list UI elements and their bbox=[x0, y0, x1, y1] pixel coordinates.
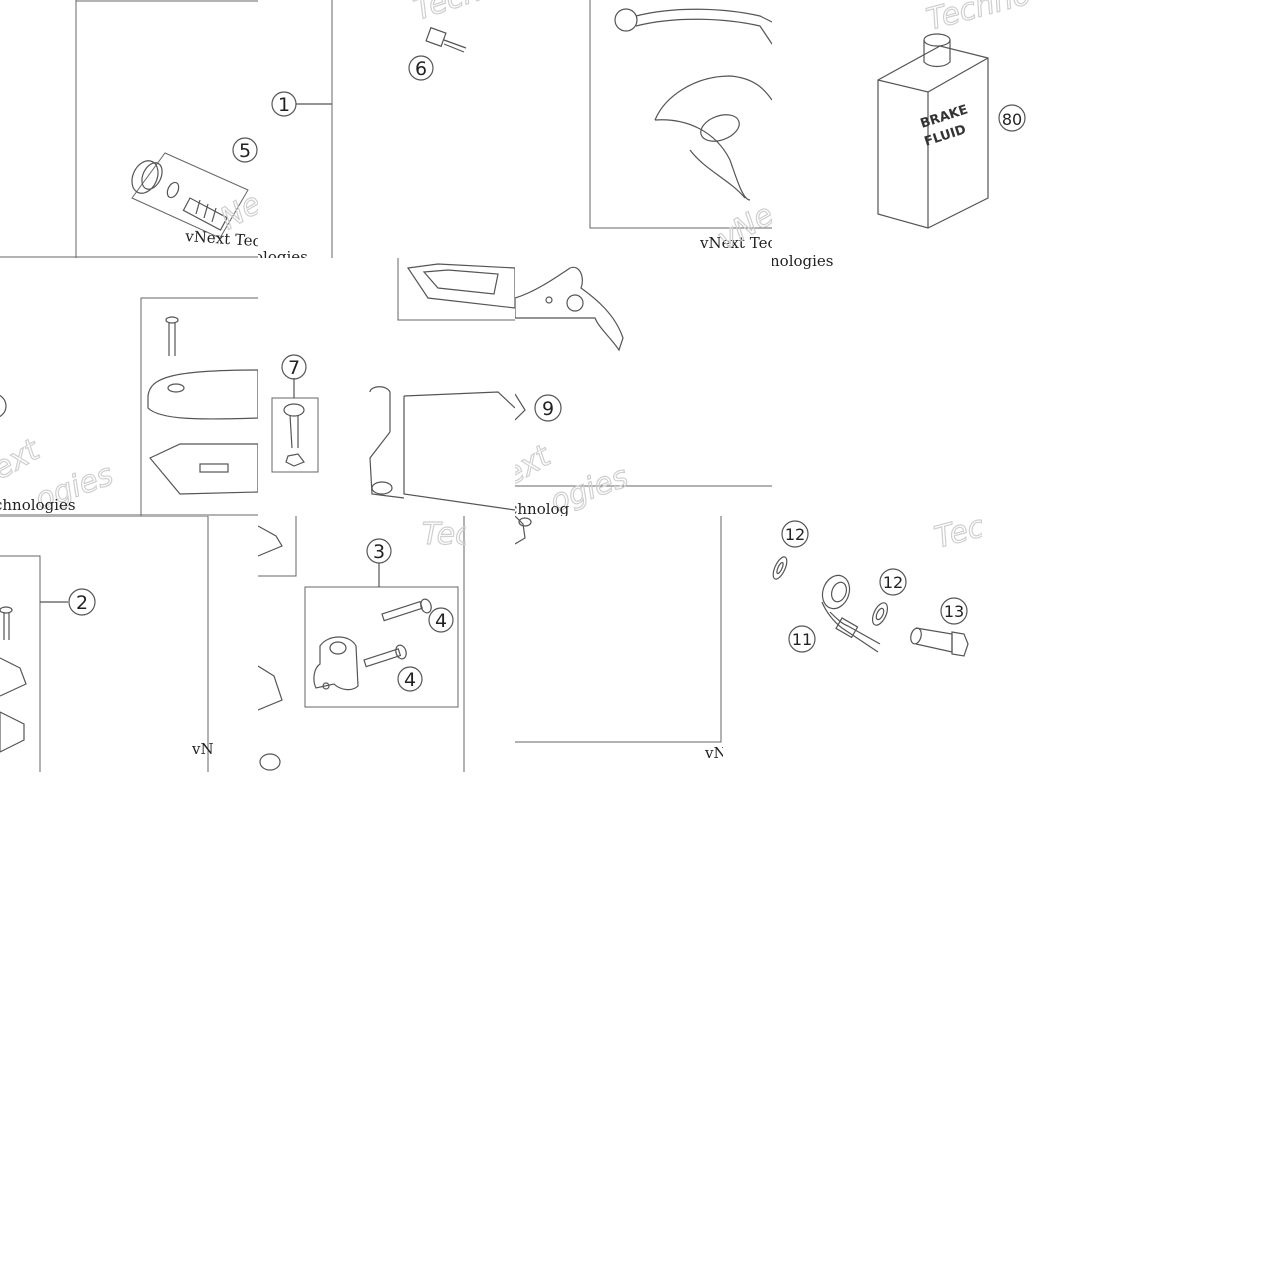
callout-12a bbox=[781, 520, 809, 548]
callout-9-number: 9 bbox=[542, 398, 554, 420]
callout-80 bbox=[998, 104, 1026, 132]
tile-empty-frame: vN bbox=[515, 516, 723, 772]
tile-items-3-4: 3 4 4 Tec bbox=[258, 516, 466, 772]
credit-text: vNext Tec bbox=[699, 234, 772, 252]
callout-4b-number: 4 bbox=[404, 669, 416, 691]
watermark-text: ext bbox=[0, 432, 47, 487]
callout-5-number: 5 bbox=[239, 140, 251, 162]
callout-12a-number: 12 bbox=[785, 525, 805, 544]
callout-3 bbox=[366, 538, 392, 564]
callout-13-number: 13 bbox=[944, 602, 964, 621]
tile-item-2: 2 vN bbox=[0, 516, 258, 772]
tile-item-80: BRAKE FLUID 80 Techno nologies bbox=[772, 0, 1029, 324]
callout-5 bbox=[232, 137, 258, 163]
credit-text: chnolog bbox=[515, 500, 570, 516]
callout-7 bbox=[281, 354, 307, 380]
callout-1 bbox=[271, 91, 297, 117]
callout-12b-number: 12 bbox=[883, 573, 903, 592]
callout-6-number: 6 bbox=[415, 58, 427, 80]
callout-2-number: 2 bbox=[76, 592, 88, 614]
callout-12b bbox=[879, 568, 907, 596]
callout-6 bbox=[408, 55, 434, 81]
tile-item-5: 5 Ne vNext Tec bbox=[0, 0, 258, 258]
callout-2 bbox=[68, 588, 96, 616]
callout-1-number: 1 bbox=[278, 94, 290, 116]
callout-3-number: 3 bbox=[373, 541, 385, 563]
callout-4a-number: 4 bbox=[435, 610, 447, 632]
credit-text: vN bbox=[704, 744, 723, 762]
credit-text: nologies bbox=[772, 252, 834, 270]
credit-text: chnologies bbox=[0, 496, 76, 514]
callout-4a bbox=[428, 607, 454, 633]
watermark-text: Tec bbox=[931, 516, 982, 556]
watermark-text: Techno bbox=[923, 0, 1029, 38]
credit-text: ologies bbox=[258, 248, 308, 258]
watermark-text: Techno bbox=[410, 0, 515, 28]
credit-text: vN bbox=[191, 740, 214, 758]
callout-11 bbox=[788, 625, 816, 653]
watermark-text: Tec bbox=[422, 517, 466, 552]
callout-80-number: 80 bbox=[1002, 110, 1022, 129]
callout-11-number: 11 bbox=[792, 630, 812, 649]
tile-item-9: 9 ext ogies chnolog bbox=[515, 258, 772, 516]
tile-reservoir-cover: ext ogies chnologies bbox=[0, 258, 258, 516]
tile-items-1-6: 1 6 Techno ologies bbox=[258, 0, 515, 258]
credit-text: vNext Tec bbox=[184, 227, 258, 250]
callout-9 bbox=[534, 394, 562, 422]
tile-lever: vNext Tec vNe bbox=[515, 0, 772, 258]
callout-partial bbox=[0, 394, 7, 418]
callout-4b bbox=[397, 666, 423, 692]
callout-13 bbox=[940, 597, 968, 625]
tile-items-11-12-13: 12 11 12 13 Tec bbox=[770, 516, 982, 692]
tile-items-7-8-9: 7 Tec bbox=[258, 258, 515, 516]
callout-7-number: 7 bbox=[288, 357, 300, 379]
